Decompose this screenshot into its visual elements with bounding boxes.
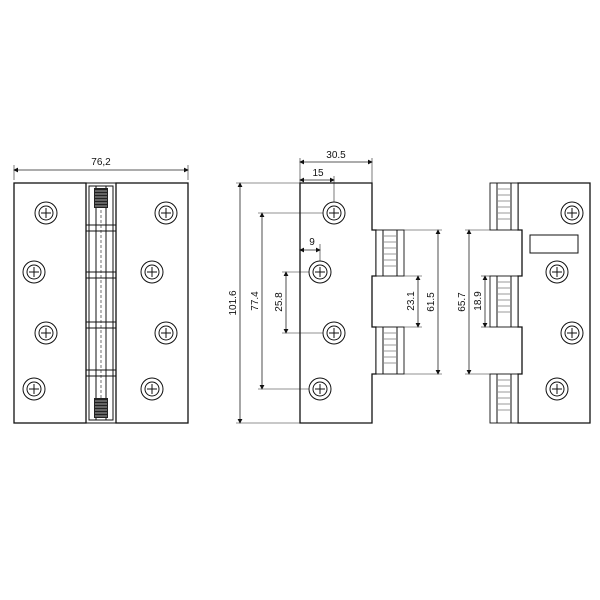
label-slot xyxy=(529,234,579,254)
barrel xyxy=(85,182,117,424)
middle-knuckle-label: 23.1 xyxy=(406,291,417,311)
right-screw-holes xyxy=(545,201,584,401)
width-label: 76,2 xyxy=(91,157,111,168)
middle-knuckle-dimension: 23.1 xyxy=(404,275,422,328)
hole-offset-small-label: 9 xyxy=(309,237,315,248)
inner-holes-dimension: 25.8 xyxy=(274,271,323,334)
screw-icon xyxy=(560,321,584,345)
knuckle-label: 18.9 xyxy=(473,291,484,311)
screw-icon xyxy=(22,377,46,401)
knuckle-dimension: 18.9 xyxy=(473,275,490,328)
right-leaf xyxy=(517,182,591,424)
screw-icon xyxy=(140,260,164,284)
outer-knuckles-dimension: 61.5 xyxy=(404,229,442,375)
screw-icon xyxy=(154,321,178,345)
screw-icon xyxy=(560,201,584,225)
hole-offset-label: 15 xyxy=(312,168,324,179)
right-view: 65.7 18.9 xyxy=(457,182,591,424)
inner-holes-label: 25.8 xyxy=(274,292,285,312)
outer-holes-dimension: 77.4 xyxy=(250,212,323,390)
height-label: 101.6 xyxy=(228,290,239,315)
knuckle-gap-label: 65.7 xyxy=(457,292,468,312)
right-knuckles xyxy=(489,182,519,424)
side-view: 30.5 15 9 101.6 77.4 xyxy=(228,150,442,424)
right-leaf xyxy=(115,182,189,424)
screw-icon xyxy=(545,377,569,401)
screw-icon xyxy=(22,260,46,284)
side-leaf xyxy=(299,182,377,424)
outer-holes-label: 77.4 xyxy=(250,291,261,311)
front-view: 76,2 xyxy=(13,157,189,424)
leaf-width-label: 30.5 xyxy=(326,150,346,161)
front-screw-holes xyxy=(22,201,178,401)
hole-offset-small-dimension: 9 xyxy=(299,237,321,261)
leaf-width-dimension: 30.5 xyxy=(299,150,373,183)
screw-icon xyxy=(34,321,58,345)
screw-icon xyxy=(140,377,164,401)
hole-offset-dimension: 15 xyxy=(299,168,335,202)
screw-icon xyxy=(154,201,178,225)
screw-icon xyxy=(34,201,58,225)
height-dimension: 101.6 xyxy=(228,182,300,424)
screw-icon xyxy=(545,260,569,284)
outer-knuckles-label: 61.5 xyxy=(426,292,437,312)
side-knuckles xyxy=(375,229,405,375)
knuckle-gap-dimension: 65.7 xyxy=(457,229,490,375)
width-dimension: 76,2 xyxy=(13,157,189,180)
